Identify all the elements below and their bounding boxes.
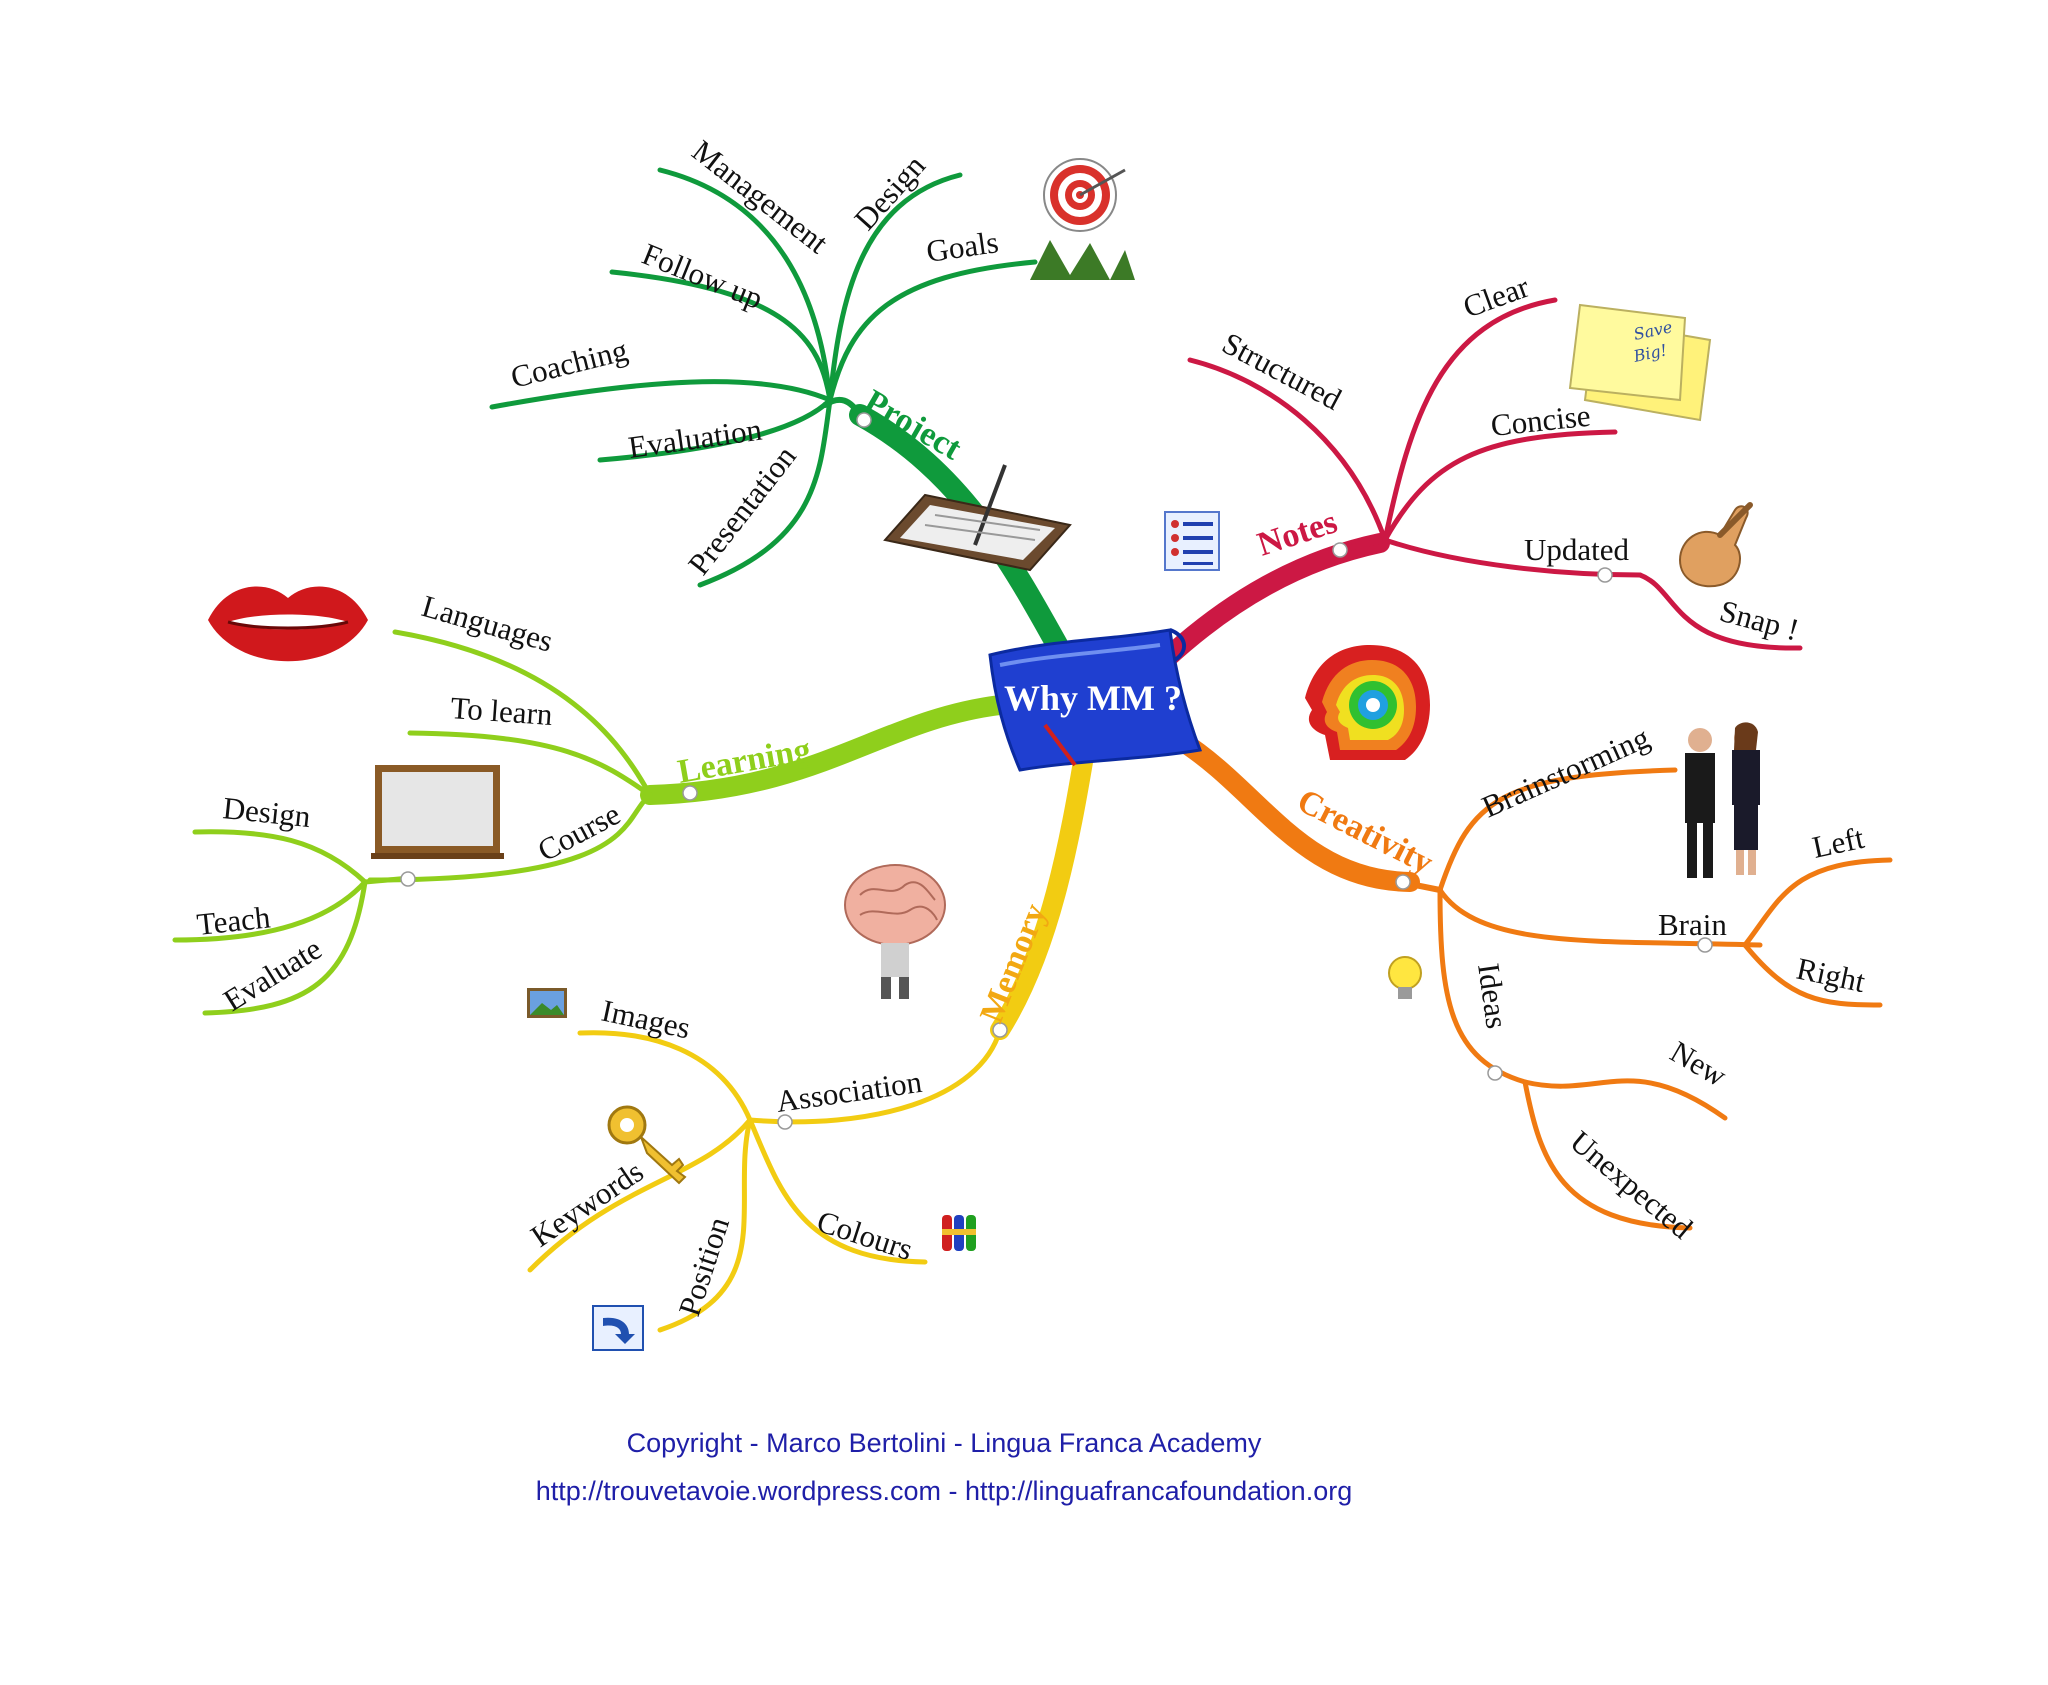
learning-evaluate-line bbox=[202, 879, 368, 1016]
creativity-new-line bbox=[1522, 1078, 1728, 1121]
brain-icon bbox=[844, 864, 946, 999]
memory-colours-line bbox=[747, 1117, 928, 1265]
project-evaluation-line bbox=[597, 397, 833, 463]
learning-course-line bbox=[367, 792, 653, 883]
creativity-ideas-label[interactable]: Ideas bbox=[1471, 961, 1515, 1031]
project-management-line bbox=[657, 167, 833, 403]
project-coaching-label[interactable]: Coaching bbox=[507, 332, 631, 395]
branch-memory bbox=[527, 740, 1095, 1333]
memory-keywords-label[interactable]: Keywords bbox=[524, 1154, 649, 1254]
learning-course-dot bbox=[400, 871, 416, 887]
learning-design-line bbox=[192, 829, 368, 885]
memory-images-line bbox=[577, 1030, 753, 1123]
project-presentation-line bbox=[697, 397, 833, 588]
branch-creativity bbox=[1170, 730, 1893, 1231]
creativity-left-label[interactable]: Left bbox=[1809, 820, 1867, 865]
creativity-unexpected-line bbox=[1522, 1079, 1693, 1231]
memory-colours-label[interactable]: Colours bbox=[813, 1203, 917, 1267]
learning-dot bbox=[682, 785, 698, 801]
notes-dot bbox=[1332, 542, 1348, 558]
creativity-right-line bbox=[1742, 942, 1883, 1008]
memory-association-line bbox=[747, 1027, 1003, 1125]
project-followup-line bbox=[609, 269, 833, 403]
key-icon bbox=[607, 1105, 687, 1185]
memory-position-line bbox=[657, 1117, 753, 1333]
creativity-new-label[interactable]: New bbox=[1665, 1034, 1734, 1094]
memory-association-dot bbox=[777, 1114, 793, 1130]
central-topic[interactable]: Why MM ? bbox=[988, 628, 1203, 772]
creativity-main-line bbox=[1170, 730, 1420, 892]
creativity-unexpected-label[interactable]: Unexpected bbox=[1564, 1124, 1700, 1246]
light-bulb-icon bbox=[1388, 956, 1422, 999]
project-dot bbox=[856, 412, 872, 428]
memory-dot bbox=[992, 1022, 1008, 1038]
learning-main-line bbox=[640, 695, 1010, 805]
creativity-dot bbox=[1395, 874, 1411, 890]
project-evaluation-label[interactable]: Evaluation bbox=[626, 412, 764, 465]
business-people-icon bbox=[1685, 722, 1760, 878]
memory-keywords-line bbox=[527, 1117, 753, 1273]
notes-updated-dot bbox=[1597, 567, 1613, 583]
creativity-brain-label[interactable]: Brain bbox=[1658, 907, 1727, 942]
arrow-icon bbox=[592, 1305, 644, 1351]
footer-urls[interactable]: http://trouvetavoie.wordpress.com - http… bbox=[535, 1476, 1353, 1506]
creativity-right-label[interactable]: Right bbox=[1794, 951, 1869, 1000]
project-goals-label[interactable]: Goals bbox=[924, 224, 1000, 269]
learning-teach-label[interactable]: Teach bbox=[195, 899, 272, 942]
project-coaching-line bbox=[489, 379, 833, 410]
memory-main-line bbox=[990, 740, 1095, 1040]
creativity-brainstorming-line bbox=[1437, 767, 1678, 893]
learning-design-label[interactable]: Design bbox=[221, 790, 312, 834]
notes-updated-label[interactable]: Updated bbox=[1524, 532, 1630, 567]
clipboard-icon bbox=[883, 464, 1072, 572]
list-icon bbox=[1164, 511, 1220, 571]
notes-concise-label[interactable]: Concise bbox=[1489, 398, 1592, 443]
lips-icon bbox=[208, 586, 368, 662]
sticky-note-icon: Save Big! bbox=[1568, 303, 1712, 422]
notes-structured-line bbox=[1187, 357, 1388, 543]
central-scroll-shape bbox=[988, 628, 1203, 772]
project-design-line bbox=[827, 172, 963, 403]
project-goals-line bbox=[827, 259, 1038, 403]
learning-languages-label[interactable]: Languages bbox=[418, 588, 557, 659]
picture-icon bbox=[527, 988, 567, 1018]
project-followup-label[interactable]: Follow up bbox=[637, 236, 768, 316]
connector-dots bbox=[400, 412, 1713, 1130]
central-scroll-highlight bbox=[999, 643, 1161, 667]
head-profile-icon bbox=[1305, 645, 1430, 760]
central-topic-title: Why MM ? bbox=[1004, 678, 1182, 718]
colour-markers-icon bbox=[942, 1215, 976, 1251]
target-icon bbox=[1030, 158, 1135, 280]
project-presentation-label[interactable]: Presentation bbox=[681, 439, 803, 582]
notes-clear-label[interactable]: Clear bbox=[1458, 268, 1534, 324]
learning-teach-line bbox=[172, 879, 368, 943]
learning-tolearn-label[interactable]: To learn bbox=[450, 690, 555, 732]
project-management-label[interactable]: Management bbox=[686, 133, 835, 260]
snap-hand-icon bbox=[1678, 502, 1753, 588]
notes-snap-line bbox=[1637, 572, 1803, 651]
creativity-left-line bbox=[1742, 857, 1893, 948]
chalkboard-icon bbox=[371, 765, 504, 859]
notes-concise-line bbox=[1382, 429, 1618, 543]
central-scroll-curl bbox=[1169, 628, 1186, 662]
copyright-text: Copyright - Marco Bertolini - Lingua Fra… bbox=[626, 1428, 1262, 1458]
notes-clear-line bbox=[1382, 297, 1558, 543]
learning-tolearn-line bbox=[407, 730, 653, 798]
creativity-brain-dot bbox=[1697, 937, 1713, 953]
branch-learning bbox=[172, 629, 1010, 1016]
learning-languages-line bbox=[392, 629, 653, 798]
creativity-ideas-dot bbox=[1487, 1065, 1503, 1081]
pencil-icon bbox=[1043, 723, 1077, 767]
memory-position-label[interactable]: Position bbox=[671, 1212, 736, 1320]
